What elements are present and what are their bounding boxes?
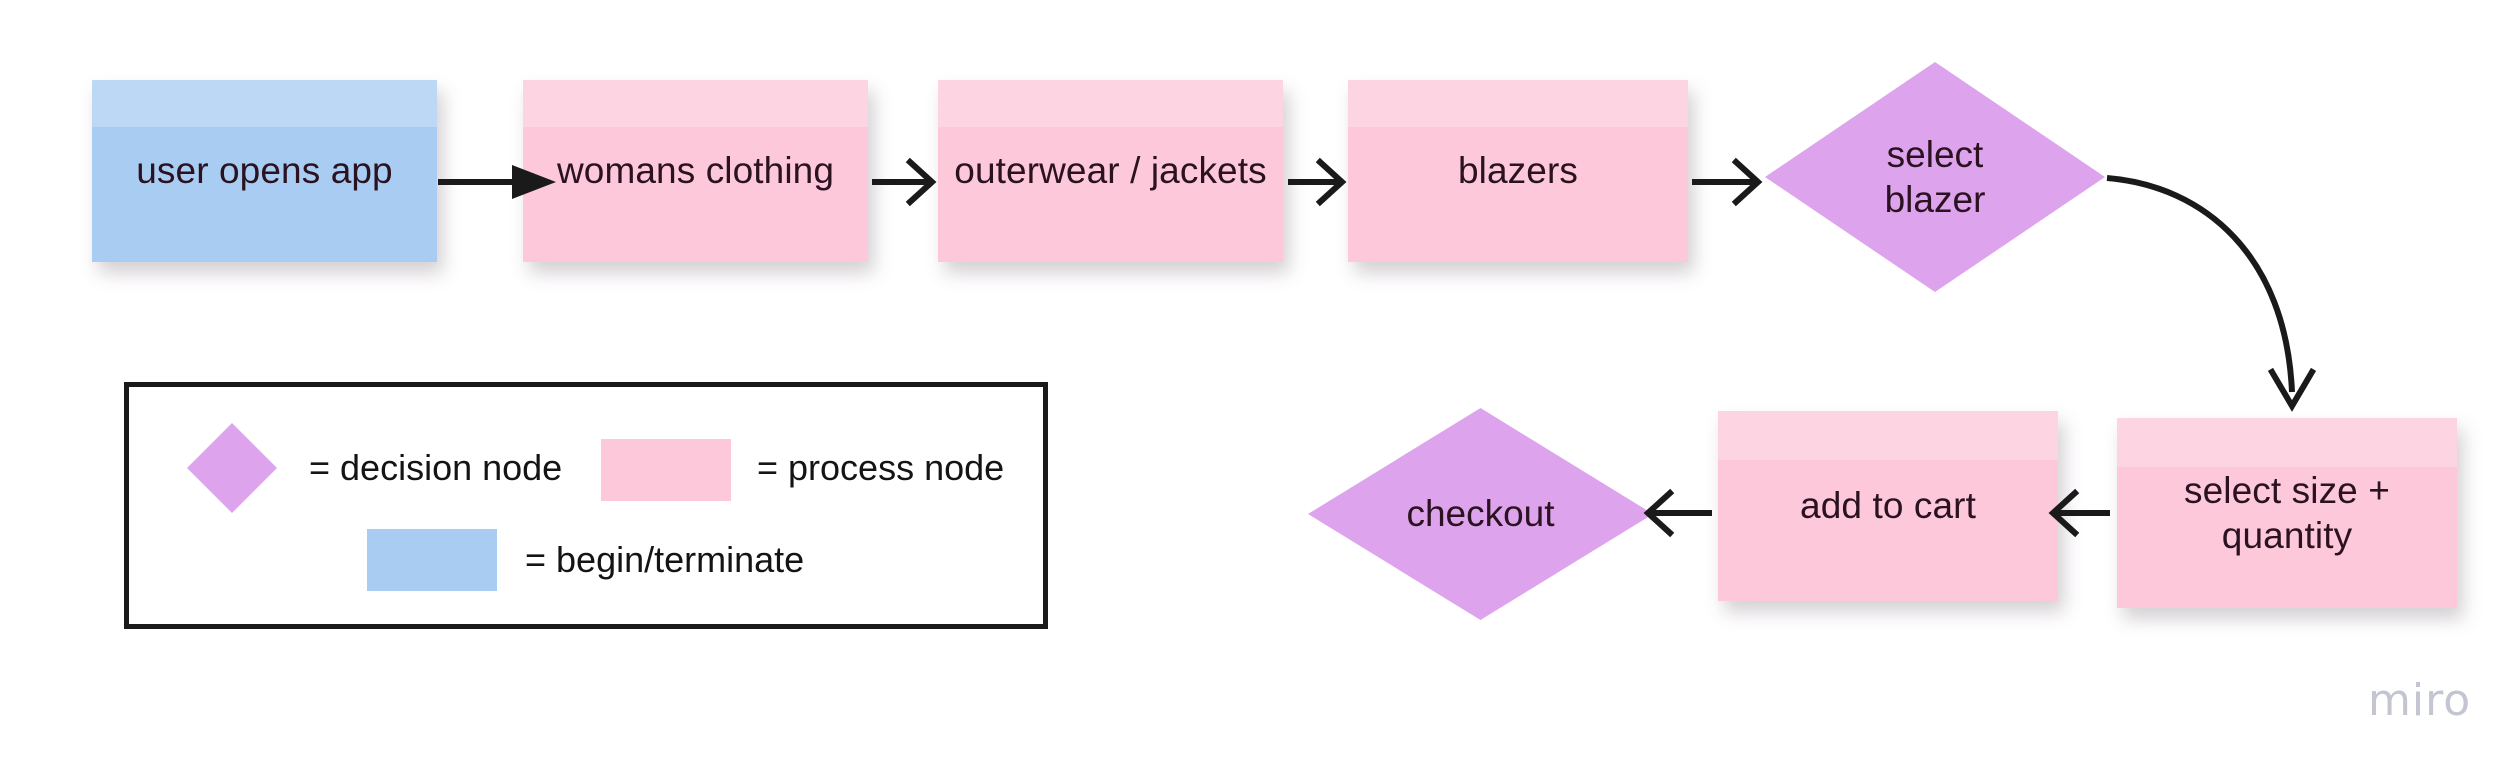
edge-blazers-to-select-blazer [1692, 157, 1763, 207]
node-user-opens-app[interactable]: user opens app [92, 80, 437, 262]
node-label-line1: select size + [2184, 469, 2390, 511]
node-label: select blazer [1885, 132, 1986, 222]
node-womans-clothing[interactable]: womans clothing [523, 80, 868, 262]
node-blazers[interactable]: blazers [1348, 80, 1688, 262]
edge-add-to-cart-to-checkout [1643, 488, 1712, 538]
edge-select-size-quantity-to-add-to-cart [2048, 488, 2110, 538]
node-label: add to cart [1800, 485, 1976, 527]
legend-box: = decision node = process node = begin/t… [124, 382, 1048, 629]
legend-item-label: = process node [757, 447, 1005, 488]
node-label: blazers [1458, 150, 1578, 192]
node-label: select size + quantity [2184, 468, 2390, 558]
node-select-size-quantity[interactable]: select size + quantity [2117, 418, 2457, 608]
miro-watermark: miro [2368, 675, 2472, 726]
node-label-line1: select [1886, 133, 1984, 175]
edge-womans-clothing-to-outerwear-jackets [872, 157, 937, 207]
node-label-line2: blazer [1884, 179, 1986, 220]
node-checkout[interactable]: checkout [1308, 408, 1653, 620]
node-label: womans clothing [556, 150, 835, 192]
begin-terminate-swatch-icon [367, 529, 497, 591]
node-label: user opens app [136, 150, 393, 192]
node-add-to-cart[interactable]: add to cart [1718, 411, 2058, 601]
node-select-blazer[interactable]: select blazer [1765, 62, 2105, 292]
node-label: outerwear / jackets [954, 150, 1267, 192]
node-label-line2: quantity [2221, 515, 2353, 556]
edge-select-blazer-to-select-size-quantity [2106, 175, 2317, 412]
decision-swatch-icon [187, 423, 277, 513]
edge-outerwear-jackets-to-blazers [1288, 157, 1347, 207]
process-swatch-icon [601, 439, 731, 501]
legend-item-label: = begin/terminate [525, 539, 805, 580]
legend-item-label: = decision node [309, 447, 563, 488]
node-outerwear-jackets[interactable]: outerwear / jackets [938, 80, 1283, 262]
node-label: checkout [1406, 493, 1555, 535]
